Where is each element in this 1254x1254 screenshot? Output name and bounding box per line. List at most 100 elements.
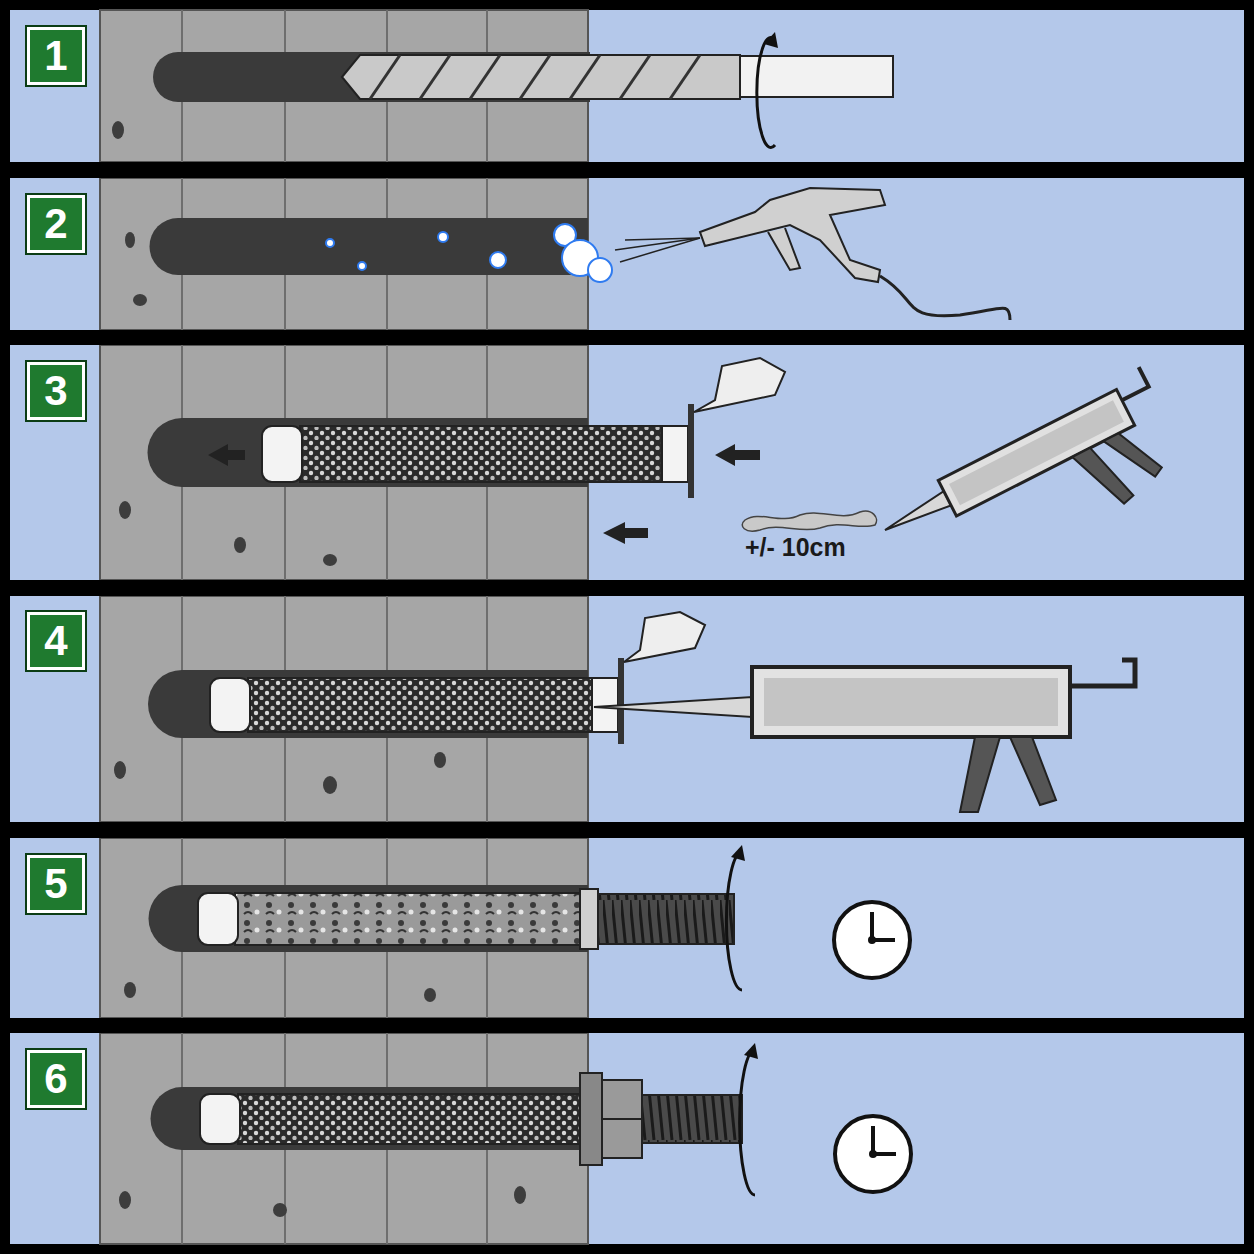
step-number: 2 [44,203,67,245]
joint [386,10,388,1244]
puff [326,239,334,247]
sleeve-cap [200,1094,240,1144]
arrow-head [744,1043,758,1059]
step-number: 3 [44,370,67,412]
spot [119,501,131,519]
flute [420,55,450,99]
joint [181,10,183,1244]
clock-hands [873,1126,896,1154]
row-panel [10,178,1244,330]
drill-hole [148,885,588,952]
flute [670,55,700,99]
clock-pin [869,1150,877,1158]
joint [486,10,488,1244]
nozzle [881,491,951,537]
air-gun [700,188,885,282]
nut-edge [602,1118,642,1120]
inject-step [148,612,1135,812]
arrow-head [764,32,778,48]
spot [234,537,246,553]
handle [1072,423,1168,515]
caulking-gun-small [871,367,1191,606]
threaded-rod [642,1095,742,1143]
concrete [100,1033,588,1244]
cartridge-window [949,400,1124,505]
push-arrows [208,444,760,544]
washer [580,1073,602,1165]
clock-face [835,1116,911,1192]
arrow [603,522,648,544]
plunger-rod [1112,367,1149,400]
sleeve-cap [210,678,250,732]
row-panel [10,838,1244,1018]
drill-step [153,32,893,148]
drill-hole [150,218,589,275]
spot [273,1203,287,1217]
arrow [715,444,760,466]
dust-puffs [326,224,612,282]
nut [602,1080,642,1158]
threaded-rod [598,894,734,944]
drill-hole [151,1087,589,1150]
drill-bit [342,55,740,99]
sleeve-tag [694,358,785,412]
rotation-arrow [757,38,775,148]
step-number-box: 6 [27,1050,85,1108]
arrow [208,444,245,466]
sleeve-collar [662,426,688,482]
plunger-rod [1070,660,1135,686]
sleeve-cap [262,426,302,482]
clock-face [834,902,910,978]
rod-step [148,845,910,990]
rotation-arrow [726,852,742,990]
separator [0,822,1254,838]
clock-hands [872,912,895,940]
row-panel [10,596,1244,822]
step-number-box: 1 [27,27,85,85]
step-number: 5 [44,863,67,905]
spot [124,982,136,998]
cartridge-window [764,678,1058,726]
cartridge [938,390,1134,516]
spot [112,121,124,139]
step-number: 1 [44,35,67,77]
concrete [100,178,588,330]
row-panel [10,1033,1244,1244]
jet-line [615,238,700,250]
spot [133,294,147,306]
jet-line [625,238,700,240]
row-panels [10,10,1244,1244]
resin-filled-sleeve [235,893,580,945]
mesh-sleeve [238,1094,583,1144]
air-gun-trigger [768,228,800,270]
sleeve-cap [198,893,238,945]
drill-shank [740,56,893,97]
separator [0,162,1254,178]
step-number-box: 5 [27,855,85,913]
arrow-head [731,845,745,861]
joint [284,10,286,1244]
blow-step [150,188,1011,320]
sleeve-step [148,358,1191,606]
separator [0,330,1254,345]
clock-pin [868,936,876,944]
clock-icon [834,902,910,978]
spot [323,776,337,794]
spot [323,554,337,566]
dimension-label: +/- 10cm [745,534,846,562]
spot [424,988,436,1002]
air-jet [615,238,700,262]
spot [125,232,135,248]
flute [620,55,650,99]
flute [370,55,400,99]
separator [0,1018,1254,1033]
resin-bead [742,511,876,531]
flute [570,55,600,99]
tighten-step [151,1043,912,1195]
rotation-arrow [740,1050,755,1195]
air-hose [880,276,1010,320]
flute [520,55,550,99]
drill-flutes [370,55,700,99]
puff [438,232,448,242]
